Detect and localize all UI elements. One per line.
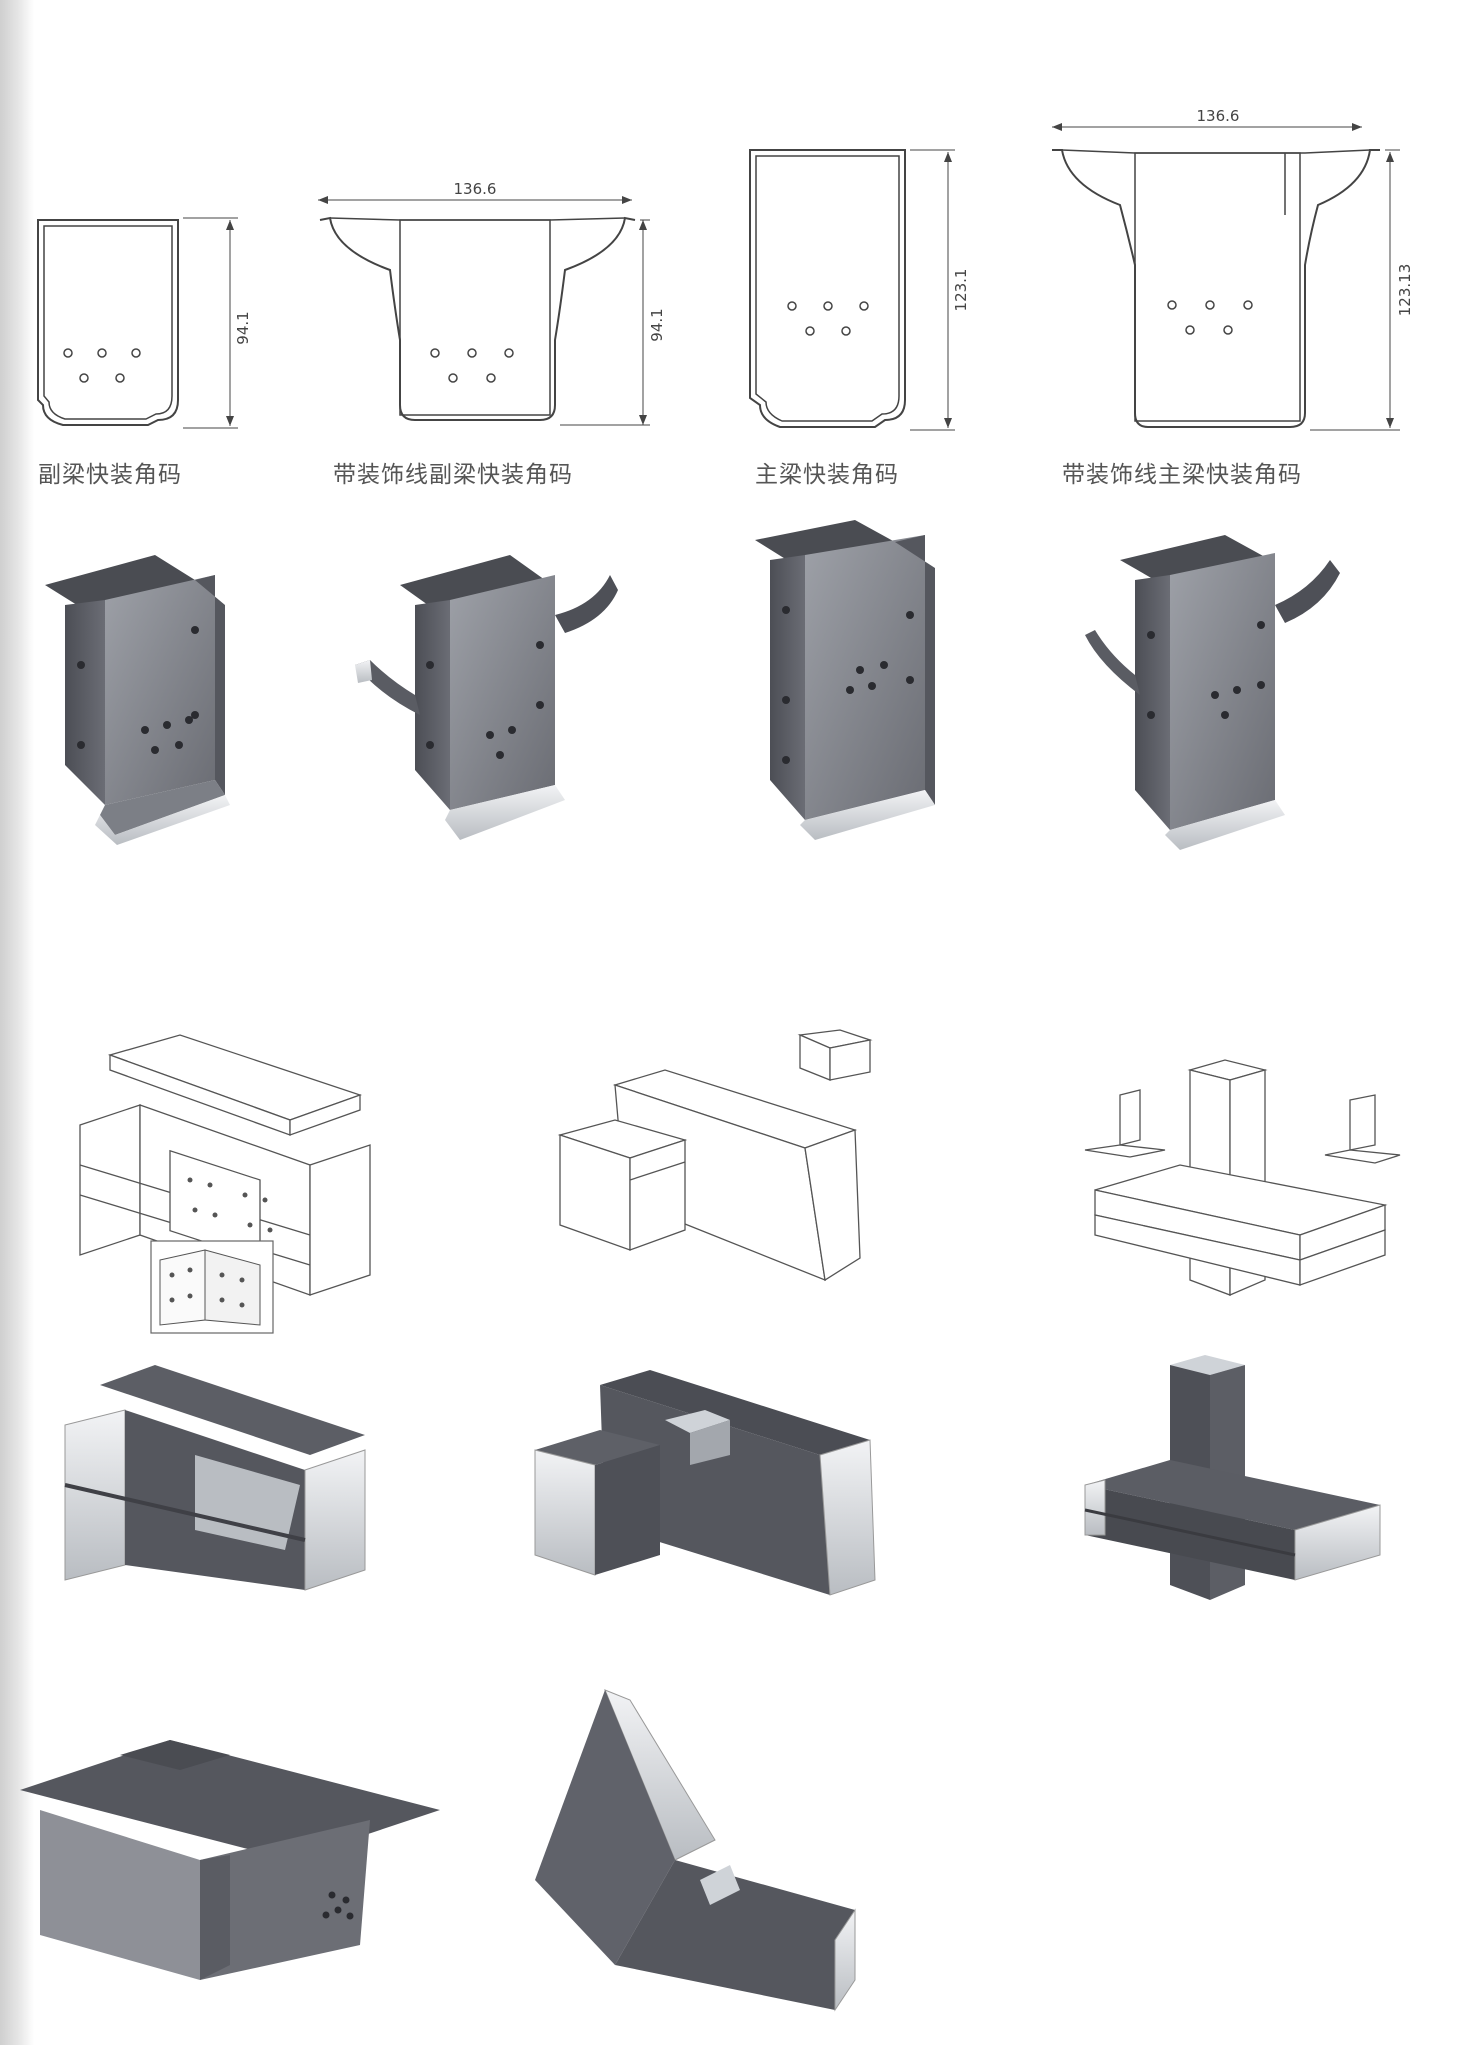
- joint-render-icon: [535, 1689, 856, 2020]
- joint-render-icon: [55, 1365, 385, 1595]
- profile-1-height-label: 94.1: [234, 311, 252, 344]
- joint-render-icon: [20, 1720, 440, 1985]
- profile-4-height-label: 123.13: [1396, 264, 1414, 317]
- profile-3-caption: 主梁快装角码: [755, 462, 899, 488]
- joint-sketch-icon: [1084, 1055, 1415, 1305]
- profile-2-height-label: 94.1: [648, 308, 666, 341]
- angle-bracket-icon: [150, 1240, 275, 1335]
- profile-1-caption: 副梁快装角码: [38, 462, 182, 488]
- bracket-render-icon: [1085, 535, 1355, 855]
- profile-3-height-label: 123.1: [952, 269, 970, 312]
- profile-drawing-4: 136.6 123.13: [1040, 105, 1420, 445]
- bracket-render-icon: [350, 555, 670, 845]
- profile-4-caption: 带装饰线主梁快装角码: [1062, 462, 1302, 488]
- book-spine-shadow: [0, 0, 34, 2045]
- bracket-render-icon: [750, 520, 950, 850]
- bracket-render-icon: [45, 555, 235, 845]
- profile-2-caption: 带装饰线副梁快装角码: [333, 462, 573, 488]
- profile-4-width-label: 136.6: [1197, 107, 1240, 125]
- profile-2-width-label: 136.6: [454, 180, 497, 198]
- profile-drawing-3: 123.1: [740, 140, 990, 440]
- joint-render-icon: [530, 1365, 890, 1610]
- profile-drawing-1: 94.1: [28, 200, 258, 440]
- joint-render-icon: [1080, 1350, 1410, 1610]
- joint-sketch-icon: [555, 1029, 895, 1290]
- profile-drawing-2: 136.6 94.1: [310, 180, 670, 440]
